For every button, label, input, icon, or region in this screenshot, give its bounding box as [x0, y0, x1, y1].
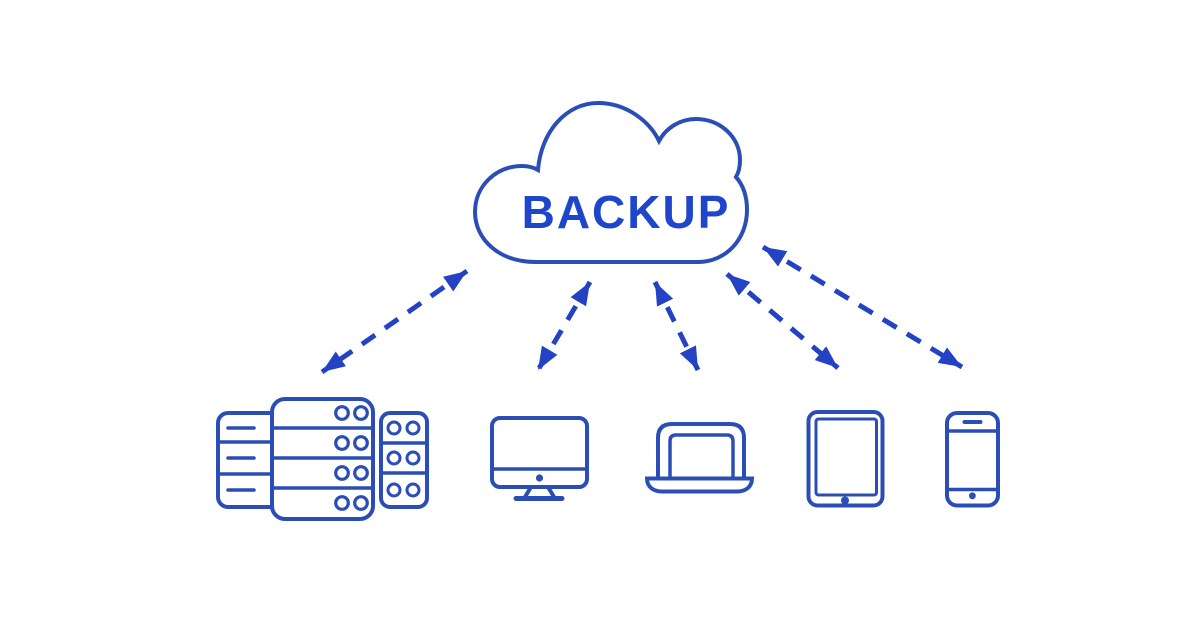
- laptop-screen-inner: [668, 433, 735, 479]
- laptop-icon: [644, 422, 755, 494]
- tablet-screen: [814, 417, 878, 497]
- desktop-stand: [523, 485, 556, 499]
- server-left-slots: [226, 426, 256, 492]
- arrow-cloud-desktop: [535, 280, 593, 372]
- tablet-icon: [806, 410, 885, 508]
- phone-body: [945, 411, 1000, 508]
- laptop-lid-outer: [656, 422, 746, 479]
- devices: [216, 397, 1000, 521]
- arrow-cloud-tablet: [725, 272, 840, 370]
- phone-home-button: [969, 492, 976, 500]
- laptop-base: [644, 476, 755, 494]
- smartphone-icon: [945, 411, 1000, 508]
- connections: [320, 244, 964, 375]
- arrow-cloud-laptop: [652, 280, 701, 372]
- desktop-logo-dot: [535, 474, 544, 482]
- desktop-computer-icon: [490, 416, 589, 501]
- cloud-icon: [472, 100, 750, 264]
- cloud-label: BACKUP: [522, 186, 731, 238]
- server-rack-icon: [216, 397, 429, 521]
- server-center-dividers: [272, 426, 373, 490]
- server-right-leds: [386, 420, 421, 498]
- tablet-home-button: [841, 496, 849, 505]
- server-center-leds: [334, 405, 369, 511]
- server-right-dividers: [381, 441, 427, 475]
- tablet-body: [806, 410, 885, 508]
- arrow-cloud-server: [320, 268, 469, 375]
- backup-cloud: BACKUP: [472, 100, 750, 264]
- arrow-cloud-phone: [761, 244, 964, 370]
